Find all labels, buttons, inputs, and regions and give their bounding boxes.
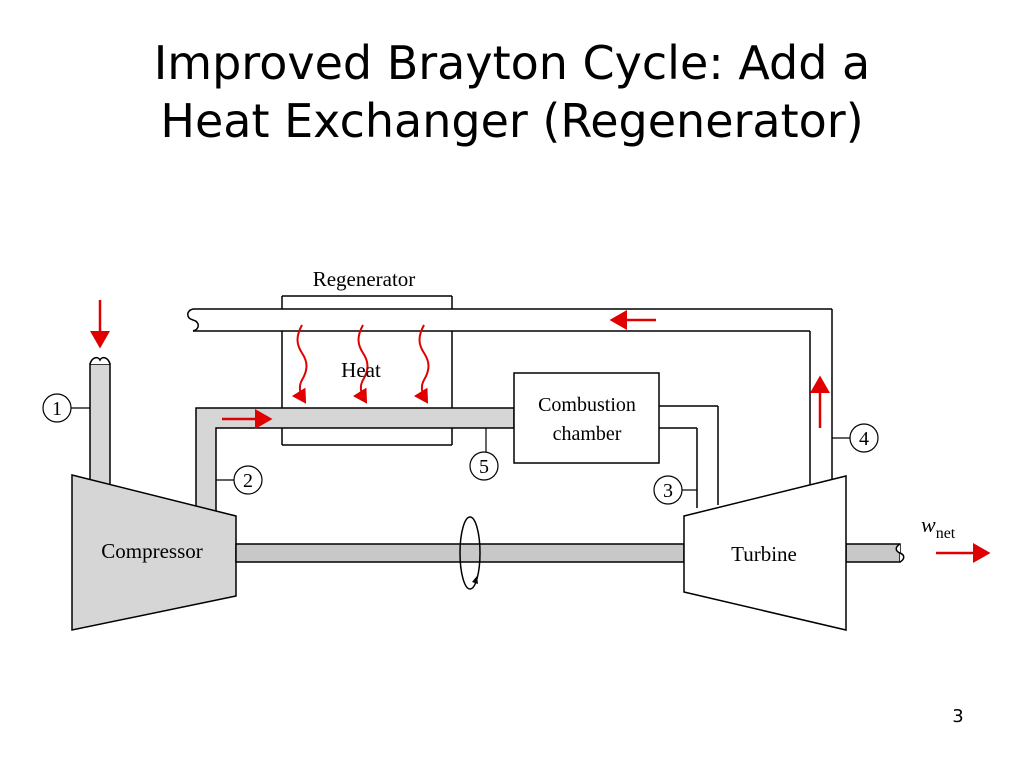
state-4-marker: 4 bbox=[832, 423, 879, 453]
exhaust-pipe bbox=[187, 308, 833, 508]
state-1-label: 1 bbox=[52, 398, 62, 420]
state-2-marker: 2 bbox=[216, 465, 263, 495]
flow-arrows bbox=[90, 300, 991, 563]
state-1-marker: 1 bbox=[42, 393, 90, 423]
compressor bbox=[71, 474, 237, 631]
inlet-pipe bbox=[89, 356, 111, 493]
state-5-label: 5 bbox=[479, 456, 489, 478]
page-number: 3 bbox=[952, 706, 964, 727]
regenerator-label: Regenerator bbox=[313, 267, 416, 291]
heat-transfer-arrows bbox=[291, 324, 430, 404]
state-3-marker: 3 bbox=[653, 475, 697, 505]
combustion-label-line-2: chamber bbox=[553, 423, 622, 445]
turbine bbox=[683, 475, 847, 631]
combustion-label-line-1: Combustion bbox=[538, 394, 636, 416]
rotation-indicator-icon bbox=[459, 516, 481, 590]
compressed-air-pipe bbox=[195, 407, 515, 513]
combustion-chamber bbox=[513, 372, 660, 464]
work-subscript: net bbox=[936, 525, 956, 542]
heat-label: Heat bbox=[341, 358, 381, 382]
work-symbol-letter: w bbox=[921, 512, 936, 537]
turbine-label: Turbine bbox=[731, 542, 797, 566]
slide-title: Improved Brayton Cycle: Add a Heat Excha… bbox=[0, 34, 1024, 150]
combustion-outlet-pipe bbox=[659, 405, 719, 508]
state-2-label: 2 bbox=[243, 470, 253, 492]
title-line-2: Heat Exchanger (Regenerator) bbox=[160, 94, 864, 148]
compressor-label: Compressor bbox=[101, 539, 203, 563]
state-3-label: 3 bbox=[663, 480, 673, 502]
work-symbol: wnet bbox=[921, 512, 956, 542]
state-4-label: 4 bbox=[859, 428, 869, 450]
title-line-1: Improved Brayton Cycle: Add a bbox=[153, 36, 871, 90]
state-5-marker: 5 bbox=[469, 451, 499, 481]
